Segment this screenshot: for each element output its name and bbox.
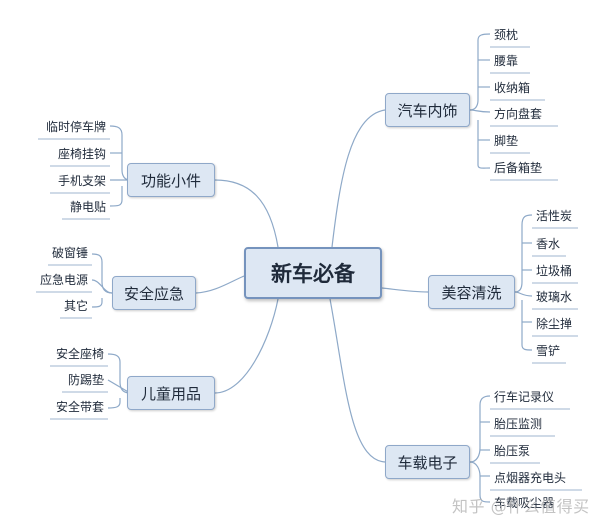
leaf-beauty-1[interactable]: 活性炭: [536, 209, 573, 223]
leaf-beauty-3[interactable]: 垃圾桶: [536, 264, 573, 278]
leaf-small-1[interactable]: 临时停车牌: [45, 120, 106, 134]
leaf-electronics-1[interactable]: 行车记录仪: [494, 390, 555, 404]
leaf-interior-1[interactable]: 颈枕: [494, 28, 519, 42]
leaf-electronics-5[interactable]: 车载吸尘器: [494, 496, 555, 510]
link-center-emergency: [195, 275, 245, 294]
branch-small-parts[interactable]: 功能小件: [127, 163, 215, 197]
link-center-interior: [331, 109, 386, 248]
central-topic[interactable]: 新车必备: [244, 247, 382, 299]
leaf-emergency-1[interactable]: 破窗锤: [51, 246, 88, 260]
leaf-small-2[interactable]: 座椅挂钩: [57, 147, 106, 161]
leaf-emergency-3[interactable]: 其它: [63, 299, 88, 313]
leaf-beauty-4[interactable]: 玻璃水: [536, 290, 573, 304]
leaf-emergency-2[interactable]: 应急电源: [39, 273, 88, 287]
leaf-children-1[interactable]: 安全座椅: [55, 347, 104, 361]
branch-children[interactable]: 儿童用品: [127, 376, 215, 410]
link-center-electronics: [329, 298, 386, 463]
branch-interior[interactable]: 汽车内饰: [385, 93, 470, 127]
link-center-small: [214, 179, 279, 248]
watermark: 知乎 @什么值得买: [452, 497, 590, 516]
branch-electronics[interactable]: 车载电子: [385, 445, 470, 479]
link-center-children: [214, 298, 279, 394]
leaf-small-4[interactable]: 静电贴: [69, 200, 106, 214]
leaf-electronics-3[interactable]: 胎压泵: [494, 444, 531, 458]
branch-emergency[interactable]: 安全应急: [112, 276, 196, 310]
leaf-small-3[interactable]: 手机支架: [57, 174, 106, 188]
leaf-beauty-6[interactable]: 雪铲: [536, 344, 561, 358]
leaf-interior-3[interactable]: 收纳箱: [494, 81, 531, 95]
leaf-beauty-5[interactable]: 除尘掸: [536, 317, 573, 331]
leaf-children-2[interactable]: 防踢垫: [67, 373, 104, 387]
leaf-interior-5[interactable]: 脚垫: [494, 134, 519, 148]
leaf-children-3[interactable]: 安全带套: [55, 400, 104, 414]
leaf-interior-2[interactable]: 腰靠: [494, 54, 519, 68]
leaf-interior-4[interactable]: 方向盘套: [494, 107, 543, 121]
leaf-beauty-2[interactable]: 香水: [536, 237, 561, 251]
leaf-interior-6[interactable]: 后备箱垫: [494, 161, 543, 175]
link-center-beauty: [381, 287, 429, 293]
leaf-electronics-4[interactable]: 点烟器充电头: [494, 471, 567, 485]
leaf-electronics-2[interactable]: 胎压监测: [494, 417, 543, 431]
branch-beauty[interactable]: 美容清洗: [428, 275, 515, 309]
